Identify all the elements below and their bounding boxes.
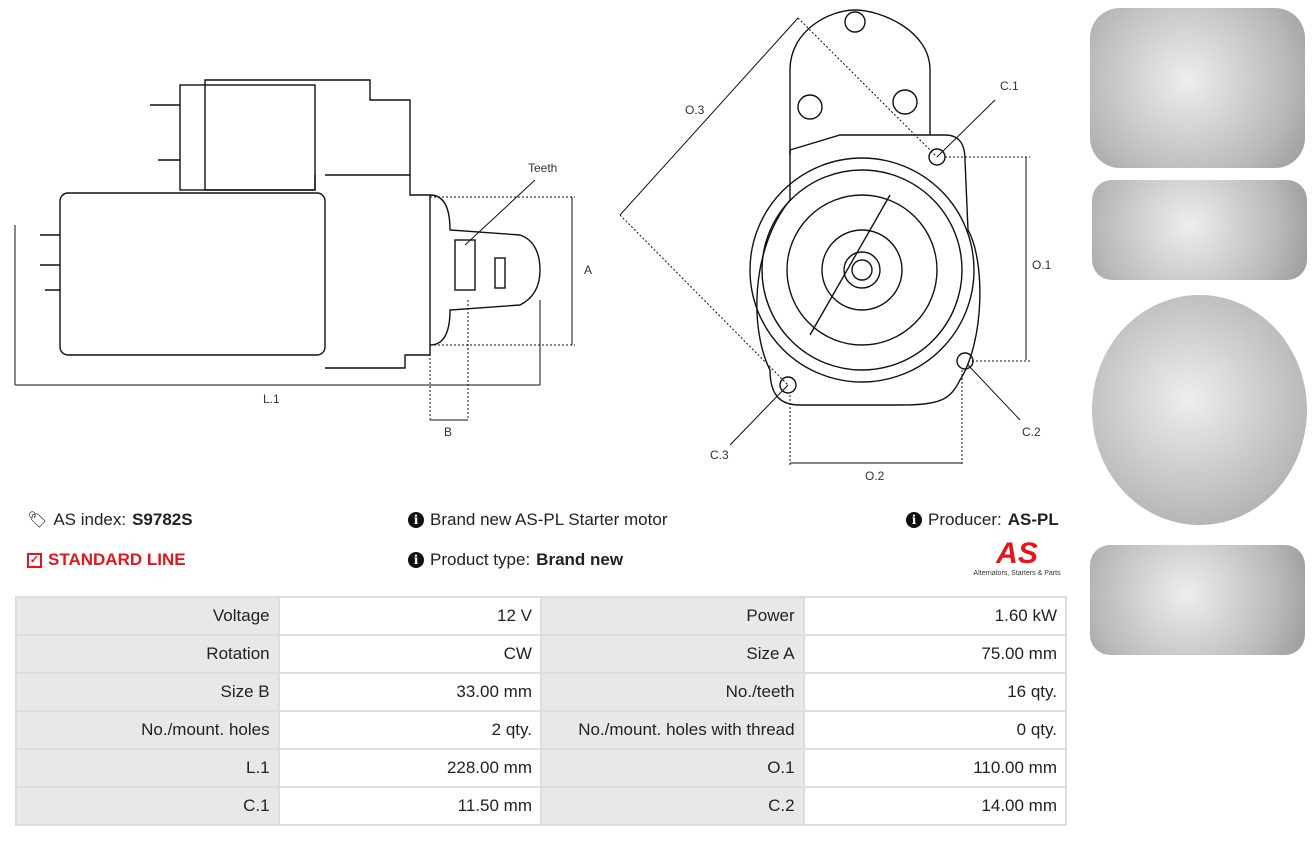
producer-label: Producer: [928,510,1002,529]
dim-c2-label: C.2 [1022,425,1041,439]
product-photo-rear[interactable] [1092,295,1307,525]
dim-c1-label: C.1 [1000,79,1019,93]
info-icon: i [408,552,424,568]
as-index-label: AS index: [53,510,127,529]
description: i Brand new AS-PL Starter motor [408,510,667,530]
spec-value: 33.00 mm [279,674,540,710]
as-index: 🏷 AS index: S9782S [27,510,193,530]
spec-value: 14.00 mm [804,788,1065,824]
product-type: i Product type: Brand new [408,550,623,570]
dim-o3-label: O.3 [685,103,705,117]
product-photo-front[interactable] [1090,8,1305,168]
spec-value: 2 qty. [279,712,540,748]
spec-value: 1.60 kW [804,598,1065,634]
dim-o1-label: O.1 [1032,258,1052,272]
producer: i Producer: AS-PL [906,510,1059,530]
dim-o2-label: O.2 [865,469,885,483]
as-index-value: S9782S [132,510,193,529]
spec-label: No./mount. holes with thread [541,712,803,748]
standard-line: ✓ STANDARD LINE [27,550,186,570]
product-type-label: Product type: [430,550,531,569]
logo-tagline: Alternators, Starters & Parts [973,570,1061,577]
spec-label: Size A [541,636,803,672]
spec-value: 0 qty. [804,712,1065,748]
info-icon: i [906,512,922,528]
spec-value: 12 V [279,598,540,634]
spec-label: Size B [17,674,278,710]
spec-label: No./teeth [541,674,803,710]
logo-mark: AS [966,538,1068,570]
front-view-drawing [619,9,1030,465]
spec-value: 11.50 mm [279,788,540,824]
product-photo-side-2[interactable] [1090,545,1305,655]
dim-l1-label: L.1 [263,392,280,406]
dim-c3-label: C.3 [710,448,729,462]
product-type-value: Brand new [536,550,624,569]
spec-label: Power [541,598,803,634]
spec-value: CW [279,636,540,672]
spec-label: L.1 [17,750,278,786]
as-pl-logo: AS Alternators, Starters & Parts [966,538,1068,577]
spec-value: 75.00 mm [804,636,1065,672]
spec-label: Rotation [17,636,278,672]
spec-value: 228.00 mm [279,750,540,786]
teeth-label: Teeth [528,161,558,175]
description-text: Brand new AS-PL Starter motor [430,510,668,529]
info-icon: i [408,512,424,528]
spec-label: C.2 [541,788,803,824]
product-photo-side[interactable] [1092,180,1307,280]
side-view-drawing [14,79,575,421]
spec-value: 16 qty. [804,674,1065,710]
checkbox-icon: ✓ [27,552,42,568]
producer-value: AS-PL [1007,510,1059,529]
tags-icon: 🏷 [27,512,48,529]
spec-label: No./mount. holes [17,712,278,748]
line-label: STANDARD LINE [48,550,186,569]
spec-label: O.1 [541,750,803,786]
dim-b-label: B [444,425,453,439]
spec-label: C.1 [17,788,278,824]
spec-label: Voltage [17,598,278,634]
spec-value: 110.00 mm [804,750,1065,786]
dim-a-label: A [584,263,593,277]
